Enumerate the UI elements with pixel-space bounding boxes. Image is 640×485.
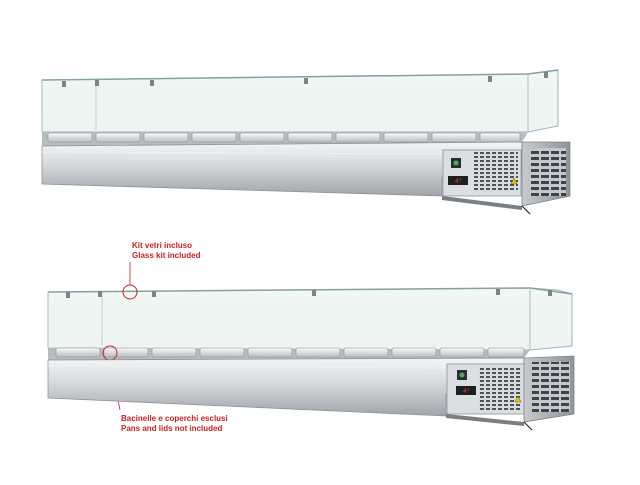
pan-well-top	[42, 132, 528, 146]
thermostat-display-bottom	[456, 386, 476, 395]
side-housing-bottom	[446, 355, 575, 431]
control-panel-top: 4°	[442, 149, 522, 197]
control-panel-bottom: 4°	[446, 363, 526, 415]
pans-label-en: Pans and lids not included	[121, 424, 223, 433]
refrigerated-display-unit-top: 4°	[41, 69, 571, 215]
side-housing-top	[442, 141, 571, 215]
glass-kit-label-it: Kit vetri incluso	[132, 241, 193, 250]
glass-kit-label-en: Glass kit included	[132, 251, 201, 260]
svg-text:4°: 4°	[455, 178, 462, 185]
refrigerated-display-unit-bottom: 4°	[47, 262, 575, 431]
glass-canopy-top	[41, 69, 559, 133]
pan-well-bottom	[48, 345, 530, 411]
glass-kit-canopy	[47, 262, 573, 351]
glass-kit-annotation: Kit vetri incluso Glass kit included	[132, 241, 200, 261]
svg-text:4°: 4°	[463, 388, 470, 395]
pans-annotation: Bacinelle e coperchi esclusi Pans and li…	[121, 414, 228, 434]
pans-label-it: Bacinelle e coperchi esclusi	[121, 414, 228, 423]
thermostat-display-top	[448, 176, 468, 185]
